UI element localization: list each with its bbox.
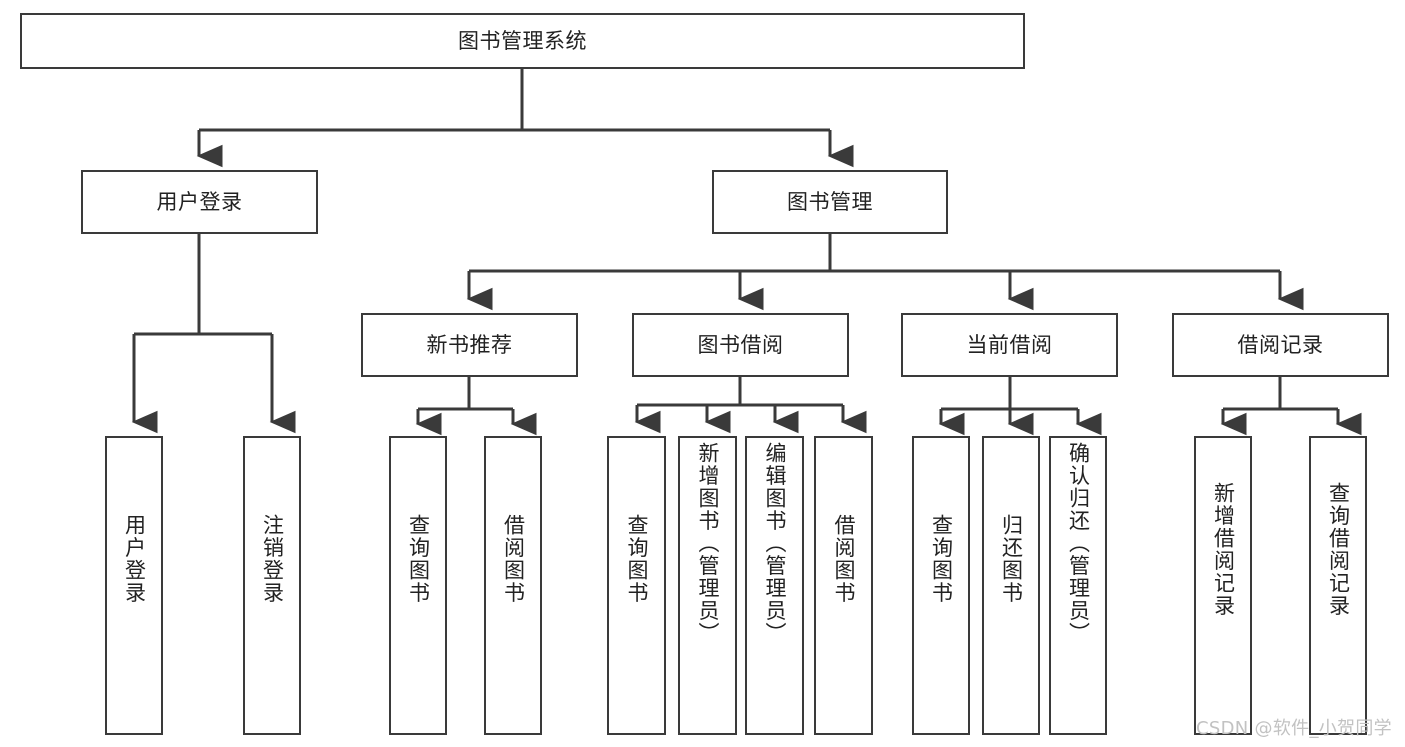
leaf-query-book-2-label: 查询图书 — [624, 514, 649, 604]
leaf-query-book-3[interactable]: 查询图书 — [912, 436, 970, 735]
leaf-query-book-1[interactable]: 查询图书 — [389, 436, 447, 735]
leaf-add-record[interactable]: 新增借阅记录 — [1194, 436, 1252, 735]
leaf-return-book-label: 归还图书 — [999, 514, 1024, 604]
leaf-borrow-book-2[interactable]: 借阅图书 — [814, 436, 873, 735]
leaf-add-book-label: 新增图书（管理员） — [695, 442, 720, 645]
leaf-logout-label: 注销登录 — [260, 514, 285, 604]
node-user-login-label: 用户登录 — [156, 189, 243, 214]
leaf-user-login[interactable]: 用户登录 — [105, 436, 163, 735]
leaf-user-login-label: 用户登录 — [122, 514, 147, 604]
leaf-query-record-label: 查询借阅记录 — [1326, 482, 1351, 617]
leaf-return-book[interactable]: 归还图书 — [982, 436, 1040, 735]
node-root-label: 图书管理系统 — [458, 28, 587, 53]
leaf-confirm-return[interactable]: 确认归还（管理员） — [1049, 436, 1107, 735]
leaf-query-book-2[interactable]: 查询图书 — [607, 436, 666, 735]
node-new-book-recommend-label: 新书推荐 — [426, 332, 513, 357]
node-current-borrow[interactable]: 当前借阅 — [901, 313, 1118, 377]
node-root[interactable]: 图书管理系统 — [20, 13, 1025, 69]
leaf-query-book-1-label: 查询图书 — [406, 514, 431, 604]
node-book-borrow[interactable]: 图书借阅 — [632, 313, 849, 377]
node-book-manage-label: 图书管理 — [787, 189, 873, 214]
leaf-logout[interactable]: 注销登录 — [243, 436, 301, 735]
node-borrow-record-label: 借阅记录 — [1237, 332, 1324, 357]
leaf-borrow-book-1-label: 借阅图书 — [501, 514, 526, 604]
leaf-edit-book[interactable]: 编辑图书（管理员） — [745, 436, 804, 735]
node-book-manage[interactable]: 图书管理 — [712, 170, 948, 234]
leaf-edit-book-label: 编辑图书（管理员） — [762, 442, 787, 645]
node-user-login[interactable]: 用户登录 — [81, 170, 318, 234]
leaf-add-record-label: 新增借阅记录 — [1211, 482, 1236, 617]
leaf-confirm-return-label: 确认归还（管理员） — [1066, 442, 1091, 645]
csdn-watermark: CSDN @软件_小贺同学 — [1196, 718, 1392, 739]
leaf-query-book-3-label: 查询图书 — [929, 514, 954, 604]
node-book-borrow-label: 图书借阅 — [697, 332, 784, 357]
node-borrow-record[interactable]: 借阅记录 — [1172, 313, 1389, 377]
leaf-query-record[interactable]: 查询借阅记录 — [1309, 436, 1367, 735]
node-new-book-recommend[interactable]: 新书推荐 — [361, 313, 578, 377]
leaf-add-book[interactable]: 新增图书（管理员） — [678, 436, 737, 735]
node-current-borrow-label: 当前借阅 — [966, 332, 1053, 357]
leaf-borrow-book-1[interactable]: 借阅图书 — [484, 436, 542, 735]
leaf-borrow-book-2-label: 借阅图书 — [831, 514, 856, 604]
